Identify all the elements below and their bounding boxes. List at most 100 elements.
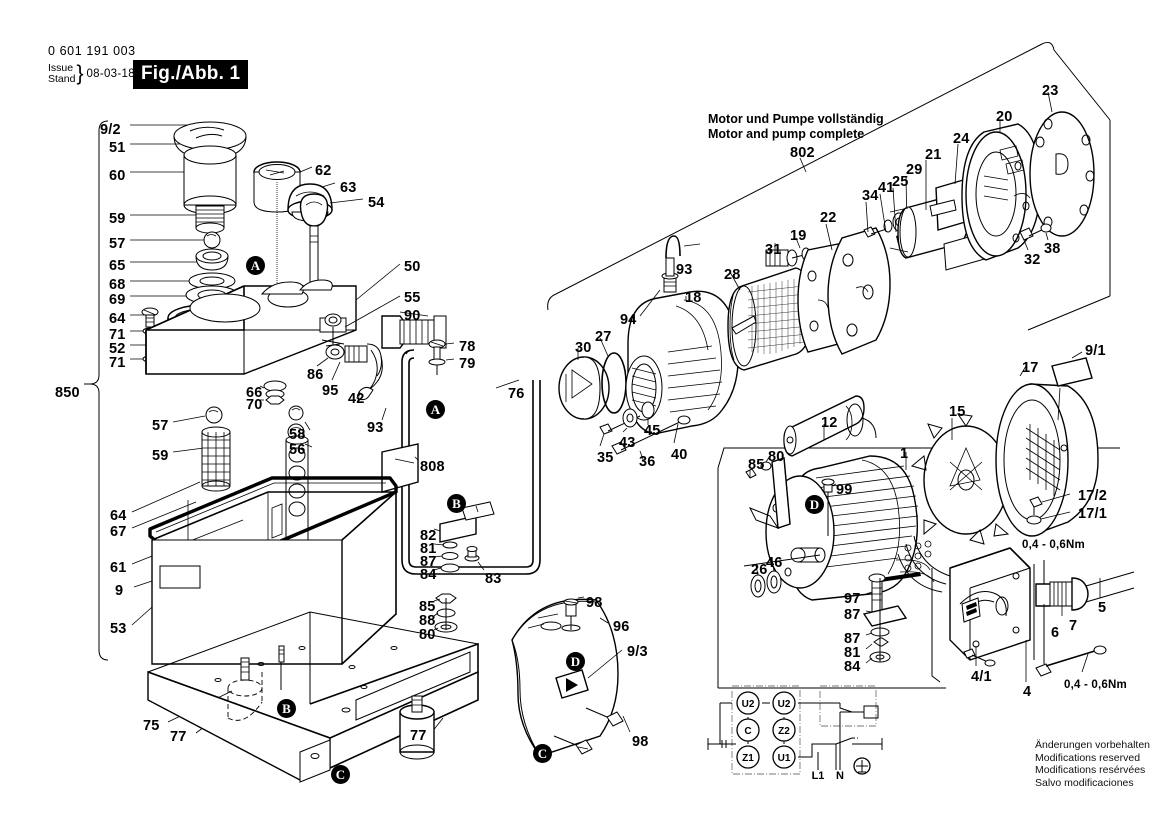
figure-label: Fig./Abb. 1 bbox=[133, 60, 249, 89]
callout-71: 71 bbox=[109, 355, 126, 371]
callout-85: 85 bbox=[748, 457, 765, 473]
callout-31: 31 bbox=[765, 242, 782, 258]
callout-80: 80 bbox=[419, 627, 436, 643]
callout-63: 63 bbox=[340, 180, 357, 196]
letter-marker-a: A bbox=[426, 400, 445, 419]
disclaimer-line-es: Salvo modificaciones bbox=[1034, 776, 1134, 789]
callout-66: 66 bbox=[246, 385, 263, 401]
callout-70: 70 bbox=[246, 397, 263, 413]
callout-9-2: 9/2 bbox=[100, 122, 121, 138]
callout-850: 850 bbox=[55, 385, 80, 401]
callout-50: 50 bbox=[404, 259, 421, 275]
callout-94: 94 bbox=[620, 312, 637, 328]
callout-57: 57 bbox=[152, 418, 169, 434]
callout-15: 15 bbox=[949, 404, 966, 420]
callout-59: 59 bbox=[152, 448, 169, 464]
callout-54: 54 bbox=[368, 195, 385, 211]
callout-17-1: 17/1 bbox=[1078, 506, 1108, 522]
callout-12: 12 bbox=[821, 415, 838, 431]
callout-78: 78 bbox=[459, 339, 476, 355]
callout-30: 30 bbox=[575, 340, 592, 356]
issue-label: Issue bbox=[48, 62, 74, 74]
callout-88: 88 bbox=[419, 613, 436, 629]
callout-17: 17 bbox=[1022, 360, 1039, 376]
callout-82: 82 bbox=[420, 528, 437, 544]
motor-pump-heading-en: Motor and pump complete bbox=[708, 127, 865, 141]
callout-67: 67 bbox=[110, 524, 127, 540]
callout-56: 56 bbox=[289, 442, 306, 458]
callout-5: 5 bbox=[1098, 600, 1107, 616]
callout-41: 41 bbox=[878, 180, 895, 196]
torque-note-top: 0,4 - 0,6Nm bbox=[1022, 539, 1085, 551]
callout-7: 7 bbox=[1069, 618, 1078, 634]
callout-61: 61 bbox=[110, 560, 127, 576]
callout-27: 27 bbox=[595, 329, 612, 345]
callout-6: 6 bbox=[1051, 625, 1060, 641]
callout-4-1: 4/1 bbox=[971, 669, 992, 685]
callout-21: 21 bbox=[925, 147, 942, 163]
callout-69: 69 bbox=[109, 292, 126, 308]
callout-75: 75 bbox=[143, 718, 160, 734]
callout-59: 59 bbox=[109, 211, 126, 227]
callout-58: 58 bbox=[289, 427, 306, 443]
letter-marker-b: B bbox=[277, 699, 296, 718]
callout-71: 71 bbox=[109, 327, 126, 343]
callout-79: 79 bbox=[459, 356, 476, 372]
callout-98: 98 bbox=[632, 734, 649, 750]
callout-84: 84 bbox=[844, 659, 861, 675]
letter-marker-b: B bbox=[447, 494, 466, 513]
letter-marker-d: D bbox=[566, 652, 585, 671]
callout-60: 60 bbox=[109, 168, 126, 184]
callout-42: 42 bbox=[348, 391, 365, 407]
wiring-terminal-label: C bbox=[744, 726, 751, 737]
callout-22: 22 bbox=[820, 210, 837, 226]
wiring-terminal-z1 bbox=[736, 745, 760, 769]
disclaimer-block: Änderungen vorbehalten Modifications res… bbox=[1035, 739, 1150, 789]
wiring-terminal-label: Z2 bbox=[778, 726, 790, 737]
callout-9-1: 9/1 bbox=[1085, 343, 1106, 359]
callout-51: 51 bbox=[109, 140, 126, 156]
torque-note-bottom: 0,4 - 0,6Nm bbox=[1064, 679, 1127, 691]
callout-52: 52 bbox=[109, 341, 126, 357]
callout-1: 1 bbox=[900, 446, 909, 462]
disclaimer-line-en: Modifications reserved bbox=[1034, 751, 1141, 764]
callout-45: 45 bbox=[644, 423, 661, 439]
callout-9-3: 9/3 bbox=[627, 644, 648, 660]
callout-90: 90 bbox=[404, 308, 421, 324]
callout-86: 86 bbox=[307, 367, 324, 383]
callout-19: 19 bbox=[790, 228, 807, 244]
callout-83: 83 bbox=[485, 571, 502, 587]
disclaimer-line-fr: Modifications resérvées bbox=[1034, 764, 1146, 776]
callout-34: 34 bbox=[862, 188, 879, 204]
callout-9: 9 bbox=[115, 583, 124, 599]
callout-38: 38 bbox=[1044, 241, 1061, 257]
callout-62: 62 bbox=[315, 163, 332, 179]
callout-4: 4 bbox=[1023, 684, 1032, 700]
callout-53: 53 bbox=[110, 621, 127, 637]
callout-68: 68 bbox=[109, 277, 126, 293]
callout-29: 29 bbox=[906, 162, 923, 178]
callout-76: 76 bbox=[508, 386, 525, 402]
callout-84: 84 bbox=[420, 567, 437, 583]
callout-20: 20 bbox=[996, 109, 1013, 125]
wiring-terminal-label: Z1 bbox=[742, 753, 754, 764]
stand-label: Stand bbox=[48, 73, 76, 85]
callout-93: 93 bbox=[676, 262, 693, 278]
callout-23: 23 bbox=[1042, 83, 1059, 99]
wiring-terminal-label: U1 bbox=[778, 753, 791, 764]
callout-96: 96 bbox=[613, 619, 630, 635]
part-number: 0 601 191 003 bbox=[48, 44, 136, 58]
wiring-terminal-u2 bbox=[772, 691, 796, 715]
callout-81: 81 bbox=[420, 541, 437, 557]
wiring-mains-label-l1: L1 bbox=[812, 770, 825, 782]
issue-date: 08-03-18 bbox=[86, 68, 135, 80]
letter-marker-c: C bbox=[533, 744, 552, 763]
callout-18: 18 bbox=[685, 290, 702, 306]
callout-35: 35 bbox=[597, 450, 614, 466]
document-header: 0 601 191 003 Issue Stand } 08-03-18 bbox=[48, 44, 136, 85]
wiring-mains-label-n: N bbox=[836, 770, 844, 782]
callout-46: 46 bbox=[766, 555, 783, 571]
callout-97: 97 bbox=[844, 591, 861, 607]
